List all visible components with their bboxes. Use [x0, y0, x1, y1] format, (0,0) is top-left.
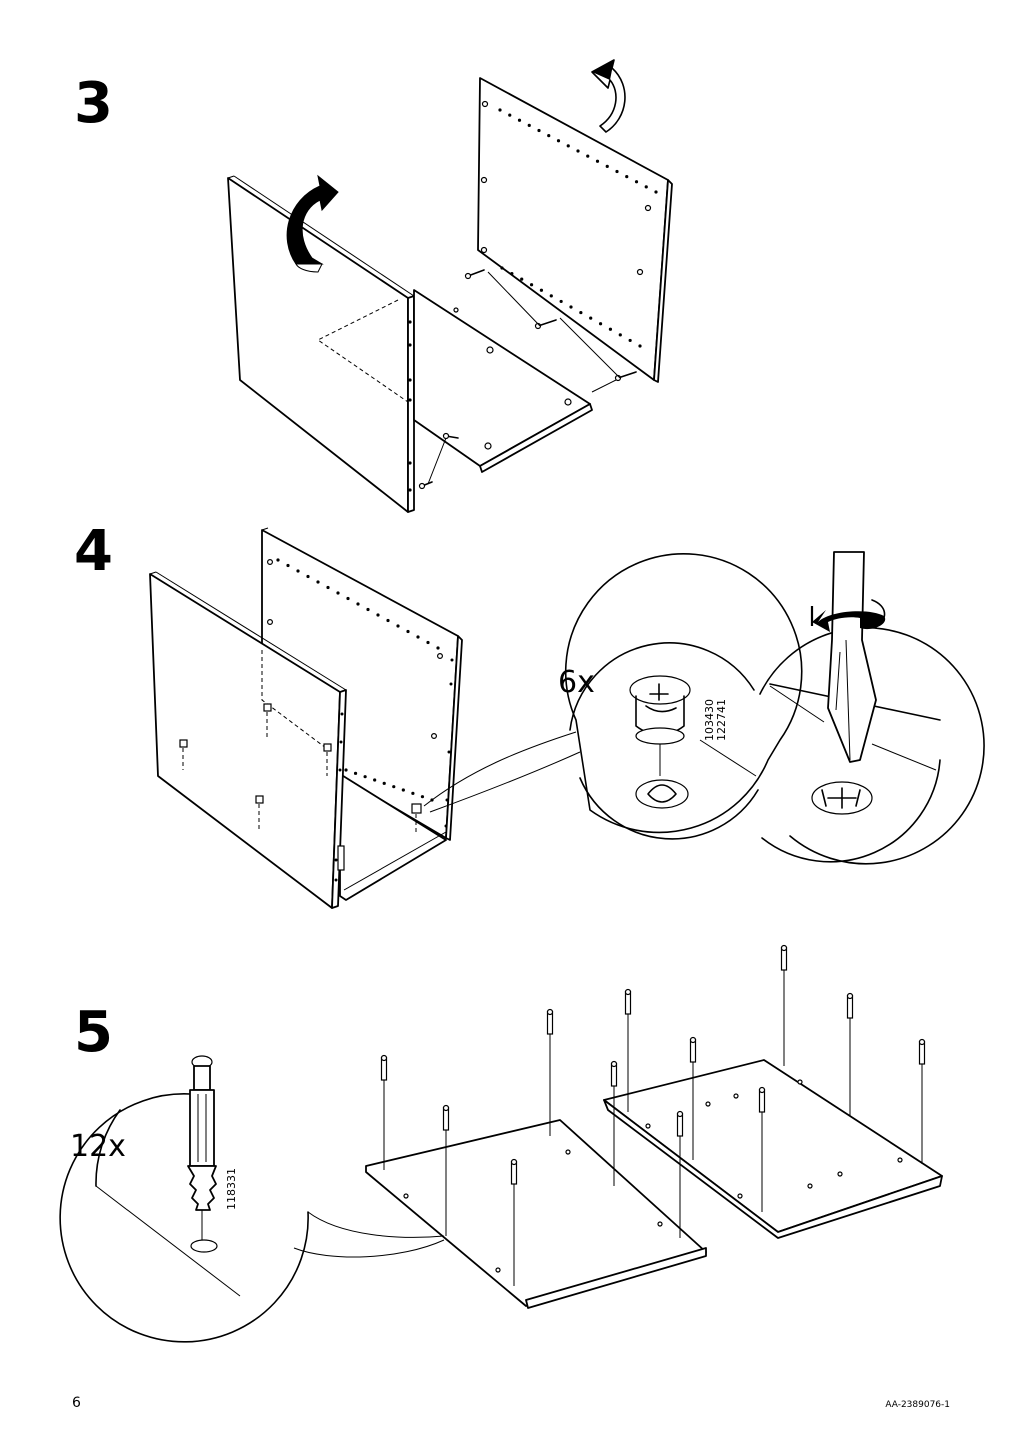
shelf-hole — [366, 607, 370, 612]
shelf-hole — [539, 288, 544, 292]
shelf-hole — [306, 574, 310, 579]
rotate-arrow-icon — [286, 174, 339, 265]
step-5-number: 5 — [74, 1000, 113, 1065]
shelf-hole — [556, 139, 561, 143]
shelf-hole — [628, 338, 632, 343]
shelf-hole — [529, 283, 534, 287]
part-number-118331: 118331 — [225, 1168, 238, 1210]
dowel-pins — [380, 944, 926, 1286]
shelf-hole — [411, 791, 415, 795]
left-panel-edge-holes — [408, 320, 412, 492]
step-3-illustration — [227, 59, 673, 513]
shelf-hole — [401, 788, 405, 792]
dowel-pin — [918, 1038, 926, 1164]
shelf-hole — [615, 169, 619, 174]
shelf-hole — [517, 118, 522, 122]
shelf-hole — [296, 569, 300, 573]
shelf-hole — [579, 310, 583, 315]
shelf-hole — [569, 305, 573, 309]
shelf-hole — [286, 563, 290, 568]
shelf-hole — [589, 316, 593, 320]
step-4-number: 4 — [74, 519, 113, 584]
shelf-hole — [392, 785, 396, 789]
left-shelf-panel — [365, 1119, 707, 1307]
screwdriver-detail-circle — [759, 551, 985, 865]
dowel-detail-circle — [59, 1055, 445, 1343]
screwdriver-icon — [827, 551, 877, 763]
shelf-hole — [638, 344, 642, 348]
shelf-hole — [276, 558, 280, 562]
shelf-hole — [396, 624, 400, 628]
shelf-hole — [537, 128, 541, 133]
shelf-hole — [520, 277, 524, 281]
cam-lock-part-numbers: 103430 122741 — [703, 699, 728, 741]
dowel-pin — [780, 944, 788, 1066]
shelf-hole — [618, 333, 622, 337]
left-side-panel — [227, 177, 409, 513]
shelf-hole — [373, 778, 377, 782]
shelf-hole — [416, 635, 420, 639]
step-4-illustration — [149, 527, 985, 909]
shelf-hole — [644, 185, 648, 189]
shelf-hole — [605, 164, 609, 168]
shelf-hole — [498, 108, 502, 112]
shelf-hole — [344, 768, 348, 772]
dowel-pin — [758, 1086, 766, 1212]
document-code: AA-2389076-1 — [885, 1400, 950, 1410]
shelf-hole — [598, 322, 603, 326]
shelf-hole — [547, 134, 551, 138]
dowel-pin — [846, 992, 854, 1116]
dowel-part-number: 118331 — [225, 1168, 238, 1210]
shelf-hole — [363, 775, 367, 779]
shelf-hole — [436, 646, 440, 650]
dowel-pin — [546, 1008, 554, 1136]
cam-lock-markers — [179, 703, 422, 871]
shelf-hole — [566, 144, 570, 148]
shelf-hole — [336, 591, 340, 595]
shelf-hole — [376, 613, 380, 617]
shelf-hole — [576, 149, 580, 153]
bottom-panel — [413, 289, 591, 467]
shelf-hole — [549, 294, 553, 298]
shelf-hole — [595, 159, 600, 163]
shelf-hole — [527, 123, 531, 127]
shelf-hole — [426, 640, 430, 645]
shelf-hole — [353, 771, 358, 775]
cam-lock-detail-circle — [564, 553, 803, 840]
shelf-hole — [386, 618, 390, 623]
shelf-hole — [508, 113, 512, 117]
dowels — [418, 269, 637, 490]
shelf-hole — [500, 266, 504, 270]
shelf-hole — [634, 180, 639, 184]
shelf-hole — [406, 629, 410, 634]
dowel-pin — [380, 1054, 388, 1170]
shelf-hole — [420, 795, 425, 799]
dowel-pin — [676, 1110, 684, 1238]
part-number-103430: 103430 — [703, 699, 716, 741]
page-number: 6 — [72, 1395, 81, 1411]
shelf-hole — [625, 175, 629, 179]
shelf-hole — [326, 585, 330, 590]
dowel-pin — [510, 1158, 518, 1286]
shelf-hole — [510, 271, 514, 276]
step-3-number: 3 — [74, 71, 113, 136]
right-panel-hole-rows — [480, 100, 652, 276]
shelf-hole — [382, 781, 386, 785]
step-5-illustration — [59, 944, 943, 1343]
shelf-hole — [654, 190, 658, 194]
shelf-hole — [356, 602, 360, 606]
shelf-hole — [346, 596, 350, 601]
dowel-pin — [610, 1060, 618, 1186]
part-number-122741: 122741 — [714, 699, 728, 741]
shelf-hole — [316, 580, 320, 584]
dowel-pin — [442, 1104, 450, 1236]
shelf-hole — [559, 299, 563, 304]
shelf-hole — [608, 327, 613, 331]
dowel-pin — [689, 1036, 697, 1160]
dowel-pin — [624, 988, 632, 1112]
shelf-hole — [586, 154, 590, 158]
right-side-panel — [477, 77, 669, 381]
